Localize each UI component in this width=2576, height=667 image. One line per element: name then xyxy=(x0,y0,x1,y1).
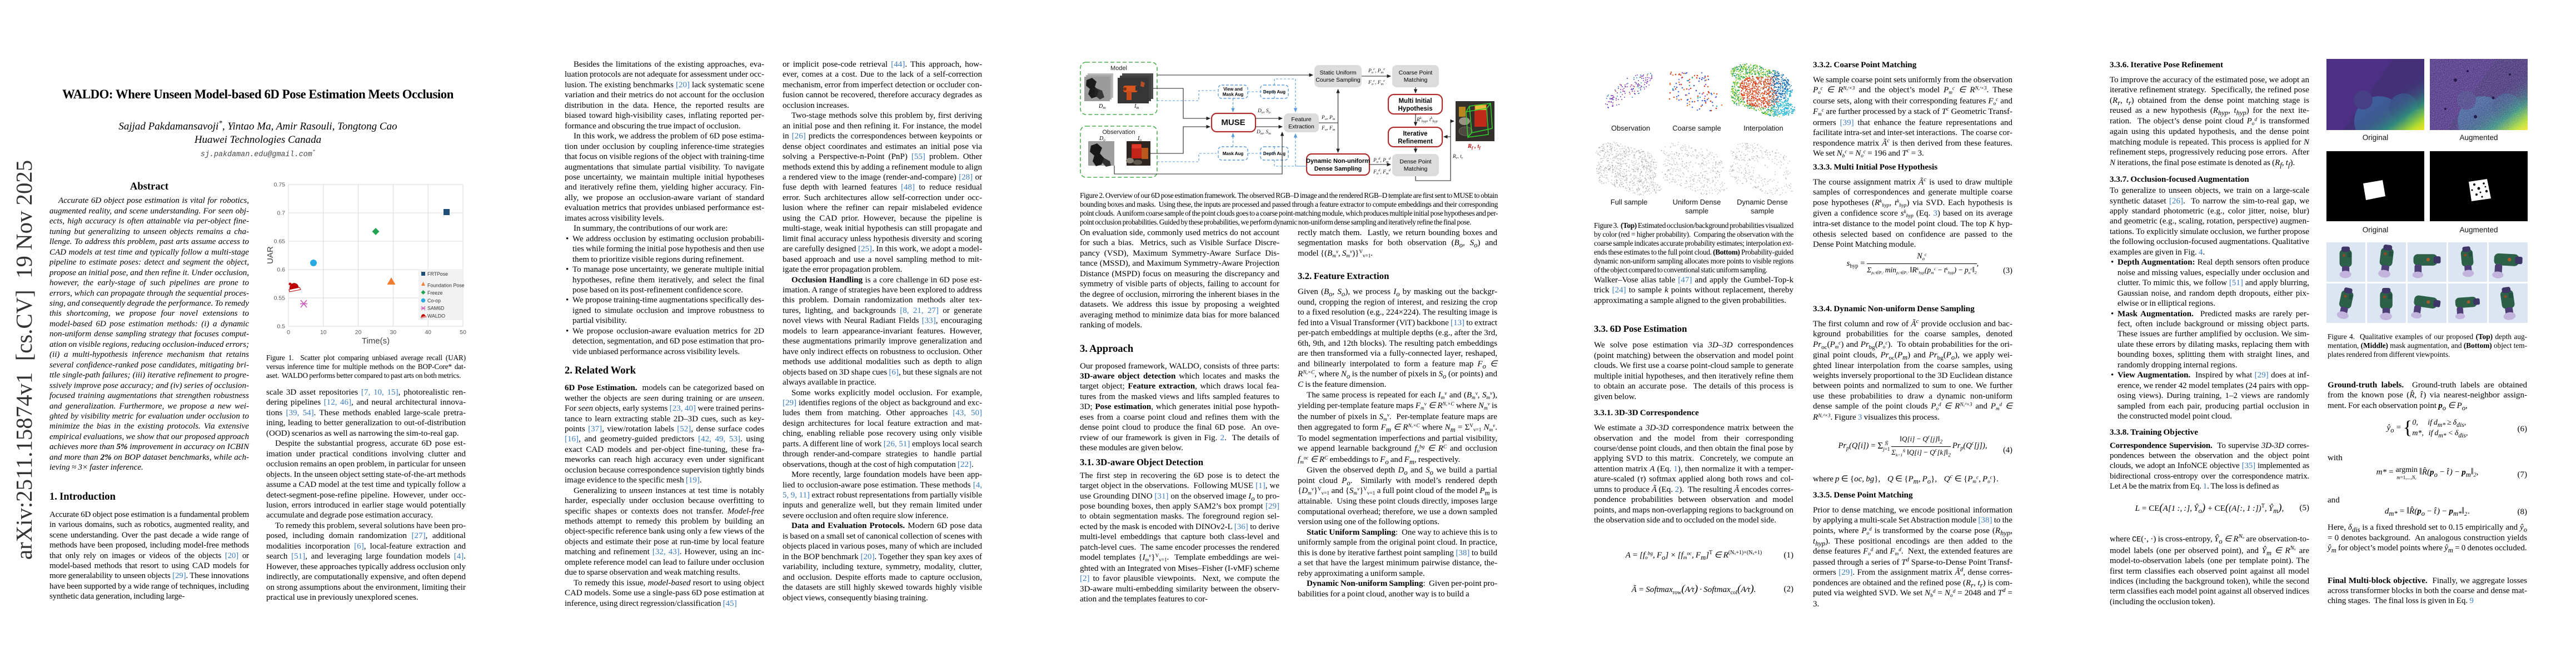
svg-text:Rkhyp, tkhyp: Rkhyp, tkhyp xyxy=(1416,116,1438,123)
svg-text:Time(s): Time(s) xyxy=(362,336,390,346)
svg-text:Dm, Sm: Dm, Sm xyxy=(1256,130,1271,136)
svg-text:30: 30 xyxy=(390,329,397,336)
svg-text:Co-op: Co-op xyxy=(427,298,441,303)
svg-text:Depth Aug: Depth Aug xyxy=(1263,89,1285,94)
svg-text:Fod, Fmd: Fod, Fmd xyxy=(1373,168,1391,176)
svg-text:sample: sample xyxy=(1685,207,1708,215)
svg-text:Hypothesis: Hypothesis xyxy=(1398,106,1433,112)
svg-text:Dense Sampling: Dense Sampling xyxy=(1314,166,1362,172)
svg-text:Mask Aug: Mask Aug xyxy=(1223,151,1244,156)
svg-text:50: 50 xyxy=(460,329,466,336)
svg-text:Im: Im xyxy=(1134,103,1139,110)
svg-text:0.75: 0.75 xyxy=(274,182,286,188)
svg-text:Extraction: Extraction xyxy=(1288,123,1314,130)
svg-text:MUSE: MUSE xyxy=(1221,118,1245,127)
svg-text:Augmented: Augmented xyxy=(2459,133,2498,142)
svg-text:Multi Initial: Multi Initial xyxy=(1398,98,1432,104)
svg-text:Mask Aug: Mask Aug xyxy=(1223,92,1244,97)
svg-text:Pod, Pmd: Pod, Pmd xyxy=(1373,157,1391,164)
svg-text:0.65: 0.65 xyxy=(274,238,286,245)
svg-text:Rr, tr: Rr, tr xyxy=(1452,154,1463,160)
svg-text:Do, So: Do, So xyxy=(1257,108,1271,115)
svg-text:FRTPose: FRTPose xyxy=(427,271,448,277)
svg-text:sample: sample xyxy=(1751,207,1774,215)
svg-text:Dense Point: Dense Point xyxy=(1399,158,1431,165)
svg-text:UAR: UAR xyxy=(266,246,275,264)
svg-text:Matching: Matching xyxy=(1404,166,1428,172)
svg-text:Feature: Feature xyxy=(1291,116,1311,123)
svg-text:0.55: 0.55 xyxy=(274,295,286,302)
svg-text:Original: Original xyxy=(2363,133,2389,142)
svg-text:Iterative: Iterative xyxy=(1403,131,1427,137)
svg-text:Original: Original xyxy=(2363,226,2389,234)
svg-text:View and: View and xyxy=(1223,87,1243,92)
svg-text:Rf , tf: Rf , tf xyxy=(1467,143,1481,150)
svg-text:Dm: Dm xyxy=(1098,103,1105,110)
svg-text:Coarse Point: Coarse Point xyxy=(1399,69,1433,76)
svg-text:Fo, Fm: Fo, Fm xyxy=(1321,126,1336,132)
svg-text:Interpolation: Interpolation xyxy=(1743,124,1783,132)
svg-text:0.7: 0.7 xyxy=(277,210,285,217)
svg-text:WALDO: WALDO xyxy=(427,313,445,319)
svg-text:Augmented: Augmented xyxy=(2459,226,2498,234)
svg-text:40: 40 xyxy=(425,329,431,336)
svg-text:20: 20 xyxy=(355,329,362,336)
svg-text:Dynamic Dense: Dynamic Dense xyxy=(1737,198,1788,206)
svg-text:Observation: Observation xyxy=(1611,124,1650,132)
svg-text:Po, Pm: Po, Pm xyxy=(1321,115,1336,121)
svg-text:Dynamic Non-uniform: Dynamic Non-uniform xyxy=(1306,158,1370,165)
svg-text:Io: Io xyxy=(1137,136,1142,142)
svg-text:Foc, Fmc: Foc, Fmc xyxy=(1368,79,1385,86)
svg-text:0.5: 0.5 xyxy=(277,323,285,330)
svg-text:Freeze: Freeze xyxy=(427,290,442,296)
svg-text:Depth Aug: Depth Aug xyxy=(1263,151,1285,156)
svg-text:Static Uniform: Static Uniform xyxy=(1320,69,1357,76)
svg-text:0: 0 xyxy=(287,329,290,336)
svg-text:Course Sampling: Course Sampling xyxy=(1316,77,1361,83)
svg-text:Refinement: Refinement xyxy=(1398,138,1433,145)
svg-text:Model: Model xyxy=(1110,65,1127,72)
svg-text:Foundation Pose: Foundation Pose xyxy=(427,283,465,288)
svg-text:Full sample: Full sample xyxy=(1611,198,1647,206)
svg-text:SAM6D: SAM6D xyxy=(427,306,444,311)
svg-text:Poc, Pmc: Poc, Pmc xyxy=(1368,67,1385,74)
svg-text:10: 10 xyxy=(320,329,327,336)
svg-text:Observation: Observation xyxy=(1102,129,1135,136)
svg-text:Uniform Dense: Uniform Dense xyxy=(1673,198,1721,206)
svg-text:0.6: 0.6 xyxy=(277,267,285,273)
svg-text:Matching: Matching xyxy=(1404,77,1428,83)
svg-text:Coarse sample: Coarse sample xyxy=(1672,124,1721,132)
